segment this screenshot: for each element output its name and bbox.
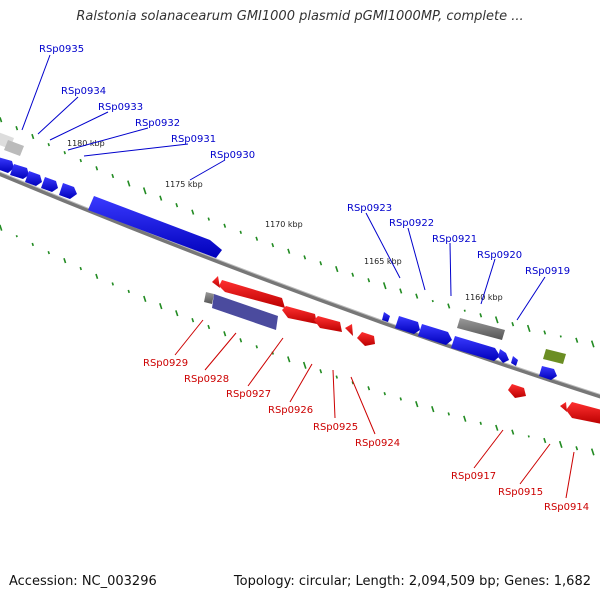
gene-rsp0920[interactable] <box>451 336 500 361</box>
gene-rsp0931[interactable] <box>25 171 42 186</box>
gene-rsp0927[interactable] <box>282 306 317 324</box>
gene-label[interactable]: RSp0928 <box>184 374 229 385</box>
gene-label[interactable]: RSp0923 <box>347 203 392 214</box>
gene-label[interactable]: RSp0933 <box>98 102 143 113</box>
gene-label[interactable]: RSp0934 <box>61 86 106 97</box>
tick-label: 1170 kbp <box>265 220 303 229</box>
gene-label[interactable]: RSp0930 <box>210 150 255 161</box>
gene-label[interactable]: RSp0931 <box>171 134 216 145</box>
gene-label[interactable]: RSp0917 <box>451 471 496 482</box>
gene-rsp0928-gray[interactable] <box>204 292 214 304</box>
gene-rsp0914[interactable] <box>566 402 600 424</box>
topology-summary: Topology: circular; Length: 2,094,509 bp… <box>233 574 591 589</box>
gene-rsp0919b[interactable] <box>511 356 518 366</box>
forward-label-lines <box>21 54 546 321</box>
gene-rsp0928[interactable] <box>212 294 278 330</box>
gene-label[interactable]: RSp0929 <box>143 358 188 369</box>
gc-content-dots <box>0 117 595 456</box>
forward-genes <box>0 132 566 380</box>
tick-label: 1175 kbp <box>165 180 203 189</box>
tick-label: 1165 kbp <box>364 257 402 266</box>
tick-label: 1160 kbp <box>465 293 503 302</box>
gene-rsp0923[interactable] <box>382 312 390 322</box>
gene-label[interactable]: RSp0926 <box>268 405 313 416</box>
gene-label[interactable]: RSp0935 <box>39 44 84 55</box>
gene-rsp0924[interactable] <box>357 332 375 346</box>
gene-rsp0915[interactable] <box>560 402 567 412</box>
reverse-genes <box>204 276 600 424</box>
gene-rsp0931b[interactable] <box>41 177 58 192</box>
genome-backbone <box>0 171 600 399</box>
gene-label[interactable]: RSp0925 <box>313 422 358 433</box>
gene-label[interactable]: RSp0920 <box>477 250 522 261</box>
gene-label[interactable]: RSp0922 <box>389 218 434 229</box>
gene-rsp0919[interactable] <box>498 349 509 363</box>
forward-labels: RSp0935 RSp0934 RSp0933 RSp0932 RSp0931 … <box>39 44 570 277</box>
gene-rsp0922[interactable] <box>395 316 420 334</box>
kbp-ticks: 1180 kbp 1175 kbp 1170 kbp 1165 kbp 1160… <box>67 139 503 302</box>
gene-rsp0920-gray[interactable] <box>457 318 505 340</box>
gene-rsp0925[interactable] <box>345 324 353 336</box>
gene-label[interactable]: RSp0915 <box>498 487 543 498</box>
reverse-label-lines <box>174 319 575 499</box>
gene-rsp0929-a[interactable] <box>212 276 220 288</box>
gene-olive[interactable] <box>543 349 566 364</box>
gene-rsp0932[interactable] <box>10 164 29 179</box>
tick-label: 1180 kbp <box>67 139 105 148</box>
map-title: Ralstonia solanacearum GMI1000 plasmid p… <box>76 9 524 24</box>
accession-text: Accession: NC_003296 <box>9 574 157 589</box>
gene-rsp0930[interactable] <box>59 183 77 199</box>
gene-rsp0933[interactable] <box>0 157 14 173</box>
gene-label[interactable]: RSp0924 <box>355 438 400 449</box>
gene-rsp0934[interactable] <box>4 140 24 156</box>
gene-rsp0929[interactable] <box>219 280 285 308</box>
gene-label[interactable]: RSp0932 <box>135 118 180 129</box>
reverse-labels: RSp0929 RSp0928 RSp0927 RSp0926 RSp0925 … <box>143 358 589 513</box>
gene-rsp0917[interactable] <box>508 384 526 398</box>
gene-label[interactable]: RSp0927 <box>226 389 271 400</box>
gene-rsp0930b[interactable] <box>88 196 222 258</box>
gene-label[interactable]: RSp0914 <box>544 502 589 513</box>
gene-label[interactable]: RSp0919 <box>525 266 570 277</box>
gene-rsp0921[interactable] <box>418 324 452 345</box>
gene-label[interactable]: RSp0921 <box>432 234 477 245</box>
gene-rsp0918[interactable] <box>539 366 557 380</box>
gene-rsp0926[interactable] <box>314 316 342 332</box>
